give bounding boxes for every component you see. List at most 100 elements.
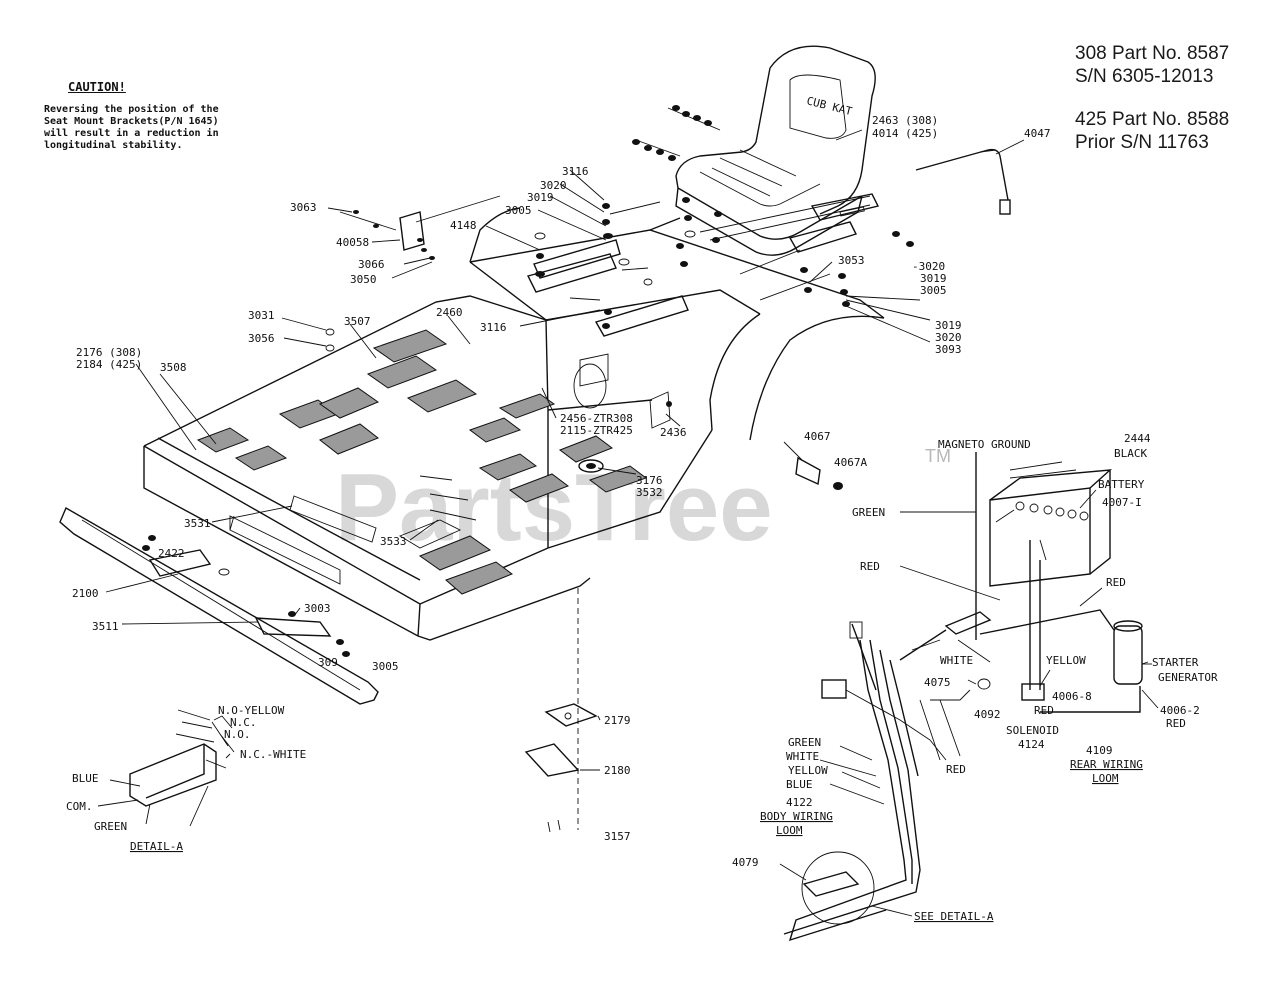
part-labels: 2463 (308) 4014 (425) 4047 3116 3020 301… <box>72 114 1051 843</box>
label-2176: 2176 (308) <box>76 346 142 359</box>
solenoid <box>979 540 1141 713</box>
label-2460: 2460 <box>436 306 463 319</box>
seat-mount-brackets <box>526 197 722 337</box>
header-line-308-part: 308 Part No. 8587 <box>1075 43 1230 64</box>
hardware-upper-left <box>339 195 501 260</box>
label-4148: 4148 <box>450 219 477 232</box>
label-3531: 3531 <box>184 517 211 530</box>
label-nc-white: N.C.-WHITE <box>240 748 306 761</box>
label-see-detail-a: SEE DETAIL-A <box>914 910 994 923</box>
label-rear-loom: LOOM <box>1092 772 1119 785</box>
front-bumper <box>59 507 379 705</box>
seat-logo: CUB KAT <box>805 94 853 118</box>
label-2463: 2463 (308) <box>872 114 938 127</box>
label-3005-top: 3005 <box>505 204 532 217</box>
label-4109: 4109 <box>1086 744 1113 757</box>
label-2422: 2422 <box>158 547 185 560</box>
label-3157: 3157 <box>604 830 631 843</box>
label-green-3: GREEN <box>94 820 127 833</box>
wiring-harness <box>783 452 992 942</box>
label-4075: 4075 <box>924 676 951 689</box>
label-3020-top: 3020 <box>540 179 567 192</box>
label-3063-top: 3063 <box>290 201 317 214</box>
label-3533: 3533 <box>380 535 407 548</box>
label-4007-1: 4007-I <box>1102 496 1142 509</box>
label-nc: N.C. <box>230 716 257 729</box>
label-no-yellow: N.O-YELLOW <box>218 704 285 717</box>
label-3116-top: 3116 <box>562 165 589 178</box>
label-4014: 4014 (425) <box>872 127 938 140</box>
header-line-425-part: 425 Part No. 8588 <box>1075 109 1230 130</box>
label-yellow-2: YELLOW <box>788 764 828 777</box>
label-4079: 4079 <box>732 856 759 869</box>
label-4006-2: 4006-2 <box>1160 704 1200 717</box>
header-line-308-serial: S/N 6305-12013 <box>1075 66 1214 87</box>
starter-generator <box>1113 620 1152 685</box>
label-4067: 4067 <box>804 430 831 443</box>
body-fender <box>469 195 885 441</box>
label-white-2: WHITE <box>786 750 819 763</box>
label-red-5: RED <box>946 763 966 776</box>
seat-strap-4047 <box>915 148 1011 215</box>
label-3093: 3093 <box>935 343 962 356</box>
label-3020-right: -3020 <box>912 260 945 273</box>
wiring-labels: MAGNETO GROUND 2444 BLACK BATTERY 4007-I… <box>732 432 1218 923</box>
label-green-1: GREEN <box>852 506 885 519</box>
label-yellow-1: YELLOW <box>1046 654 1086 667</box>
label-com: COM. <box>66 800 93 813</box>
label-no: N.O. <box>224 728 251 741</box>
label-4122: 4122 <box>786 796 813 809</box>
label-blue-1: BLUE <box>72 772 99 785</box>
watermark: PartsTree <box>335 454 773 561</box>
label-4047: 4047 <box>1024 127 1051 140</box>
label-starter: STARTER <box>1152 656 1199 669</box>
caution-title: CAUTION! <box>68 80 126 94</box>
label-magneto-ground: MAGNETO GROUND <box>938 438 1031 451</box>
label-red-1: RED <box>860 560 880 573</box>
label-309: 309 <box>318 656 338 669</box>
header-part-info: 308 Part No. 8587 S/N 6305-12013 425 Par… <box>1075 42 1229 154</box>
label-3050: 3050 <box>350 273 377 286</box>
label-2100: 2100 <box>72 587 99 600</box>
label-40058: 40058 <box>336 236 369 249</box>
label-rear-wiring: REAR WIRING <box>1070 758 1143 771</box>
label-3053: 3053 <box>838 254 865 267</box>
leader-lines <box>97 129 1159 881</box>
floor-grates <box>196 329 648 595</box>
label-detail-a: DETAIL-A <box>130 840 183 853</box>
label-3019-lower: 3019 <box>935 319 962 332</box>
label-2444: 2444 <box>1124 432 1151 445</box>
label-3532: 3532 <box>636 486 663 499</box>
caution-text: Reversing the position of the Seat Mount… <box>44 104 219 151</box>
label-4006-8: 4006-8 <box>1052 690 1092 703</box>
label-2184: 2184 (425) <box>76 358 142 371</box>
seat-hardware-left <box>632 105 721 161</box>
label-3031: 3031 <box>248 309 275 322</box>
label-body-wiring: BODY WIRING <box>760 810 833 823</box>
label-4124: 4124 <box>1018 738 1045 751</box>
label-3508: 3508 <box>160 361 187 374</box>
watermark-tm: TM <box>925 446 951 466</box>
label-3005-front: 3005 <box>372 660 399 673</box>
label-3511: 3511 <box>92 620 119 633</box>
label-3019-top: 3019 <box>527 191 554 204</box>
label-4092: 4092 <box>974 708 1001 721</box>
label-blue-2: BLUE <box>786 778 813 791</box>
label-2179: 2179 <box>604 714 631 727</box>
label-3176: 3176 <box>636 474 663 487</box>
label-3056: 3056 <box>248 332 275 345</box>
label-2180: 2180 <box>604 764 631 777</box>
label-battery: BATTERY <box>1098 478 1145 491</box>
label-4067a: 4067A <box>834 456 867 469</box>
label-3020-lower: 3020 <box>935 331 962 344</box>
label-green-2: GREEN <box>788 736 821 749</box>
hinge-parts <box>524 588 598 833</box>
label-black: BLACK <box>1114 447 1147 460</box>
label-3005-right: 3005 <box>920 284 947 297</box>
label-generator: GENERATOR <box>1158 671 1218 684</box>
label-red-3: RED <box>1034 704 1054 717</box>
label-3066: 3066 <box>358 258 385 271</box>
detail-a-switch <box>129 715 235 827</box>
